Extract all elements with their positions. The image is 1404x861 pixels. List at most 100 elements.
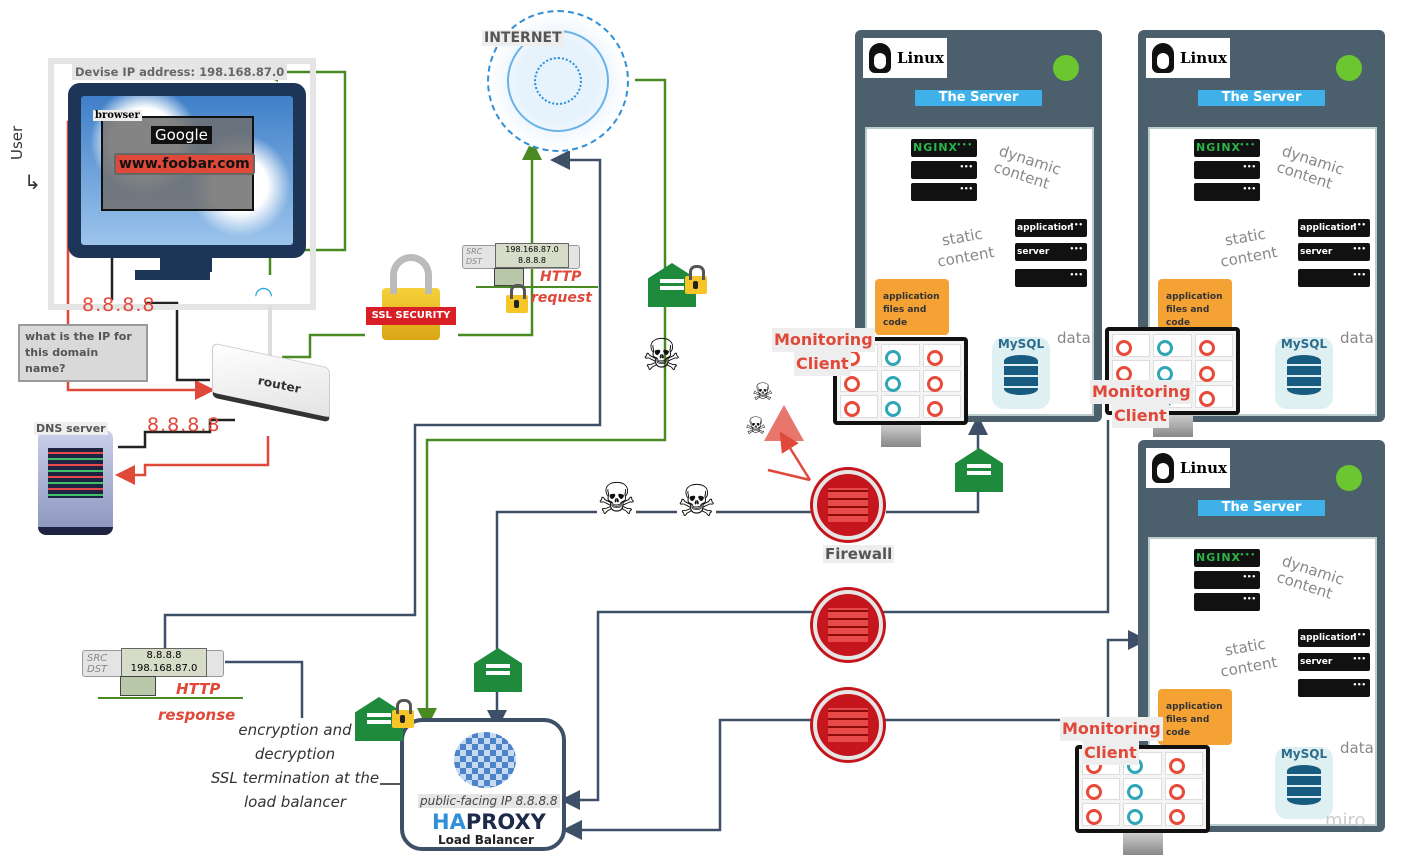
router-label: router — [258, 373, 301, 397]
note-line-3: SSL termination at the — [210, 769, 380, 787]
linux-logo: Linux — [1146, 38, 1230, 78]
dashboard-widget — [1153, 334, 1192, 357]
tux-icon — [1152, 453, 1174, 483]
dashboard-widget — [881, 344, 920, 367]
device-frame — [48, 58, 316, 310]
app-server-block: server — [1298, 650, 1370, 671]
app-server-block: application — [1298, 626, 1370, 647]
dst-label: DST — [87, 664, 108, 675]
nginx-block — [911, 158, 977, 179]
wifi-icon: ◠ — [254, 283, 274, 308]
app-server-block — [1015, 266, 1087, 287]
app-files-folder-icon: application files and code — [875, 279, 949, 335]
wire-router-to-device — [258, 62, 347, 275]
monitor-stand — [160, 256, 212, 272]
status-indicator-icon — [1336, 55, 1362, 81]
firewall-label: Firewall — [823, 545, 895, 563]
app-server-block: server — [1015, 240, 1087, 261]
dashboard-widget — [1082, 803, 1121, 826]
ssl-shackle — [390, 254, 432, 294]
monitoring-client-label-2: Client — [1082, 741, 1139, 765]
firewall-icon — [813, 470, 883, 540]
haproxy-brand: HAPROXY — [432, 810, 546, 834]
static-content-label: static content — [935, 224, 996, 271]
static-content-label: static content — [1218, 224, 1279, 271]
dashboard-widget — [1194, 359, 1233, 383]
wire-internet-to-lb — [417, 78, 667, 728]
http-response-title: HTTP — [176, 680, 221, 698]
server-title: The Server — [1198, 90, 1325, 106]
router-antenna — [268, 305, 272, 360]
browser-label: browser — [93, 110, 142, 121]
app-server-block — [1298, 676, 1370, 697]
request-envelope-icon — [494, 268, 524, 286]
haproxy-load-balancer[interactable]: public-facing IP 8.8.8.8 HAPROXY Load Ba… — [400, 718, 566, 851]
firewall-icon — [813, 590, 883, 660]
ssl-security-badge: SSL SECURITY — [366, 307, 456, 325]
app-server-block: application — [1015, 216, 1087, 237]
dst-ip: 8.8.8.8 — [518, 256, 546, 265]
data-label: data — [1340, 329, 1374, 347]
search-engine-logo: Google — [151, 126, 212, 144]
dynamic-content-label: dynamic content — [1274, 551, 1347, 603]
nginx-block — [1194, 590, 1260, 611]
mysql-database-icon: MySQL — [1275, 337, 1333, 409]
user-label: User — [8, 125, 26, 160]
dashboard-widget — [1164, 777, 1203, 801]
dashboard-widget — [1112, 334, 1151, 357]
server-title: The Server — [1198, 500, 1325, 516]
response-envelope-icon — [120, 676, 156, 696]
wire-ip-to-router — [145, 301, 210, 382]
dashboard-widget — [881, 369, 920, 393]
app-server-block: application — [1298, 216, 1370, 237]
server-body: NGINXdynamic contentapplicationserversta… — [1148, 127, 1377, 416]
nginx-block — [1194, 158, 1260, 179]
mysql-database-icon: MySQL — [1275, 747, 1333, 819]
wire-firewall-to-lb — [487, 510, 812, 730]
app-server-block: server — [1298, 240, 1370, 261]
note-line-2: decryption — [254, 745, 336, 763]
app-files-folder-icon: application files and code — [1158, 689, 1232, 745]
wire-dns-to-ip — [118, 418, 235, 449]
firewall-icon — [813, 690, 883, 760]
dashboard-widget — [1164, 803, 1203, 826]
data-label: data — [1340, 739, 1374, 757]
src-label: SRC — [87, 653, 108, 664]
status-indicator-icon — [1336, 465, 1362, 491]
dashboard-widget — [922, 344, 961, 367]
nginx-block — [1194, 568, 1260, 589]
wire-server3-to-lb — [1106, 630, 1148, 720]
dashboard-widget — [1112, 359, 1151, 383]
dns-server-label: DNS server — [34, 422, 108, 435]
monitor-base — [135, 270, 210, 280]
skull-icon: ☠ — [745, 412, 767, 440]
user-arrow-icon: ↳ — [24, 170, 41, 194]
os-label: Linux — [1180, 459, 1227, 477]
os-label: Linux — [1180, 49, 1227, 67]
response-line — [98, 697, 243, 699]
dst-ip: 198.168.87.0 — [130, 663, 198, 674]
lock-icon — [685, 265, 707, 294]
database-icon — [1004, 355, 1038, 395]
dns-question-box: what is the IP for this domain name? — [18, 324, 148, 382]
url-input[interactable]: www.foobar.com — [114, 153, 255, 175]
static-content-label: static content — [1218, 634, 1279, 681]
lock-icon — [392, 699, 414, 728]
brand-ha: HA — [432, 810, 466, 834]
dns-server-icon — [38, 430, 113, 535]
os-label: Linux — [897, 49, 944, 67]
request-line — [476, 286, 598, 288]
monitoring-client-label-2: Client — [1112, 404, 1169, 428]
tux-icon — [1152, 43, 1174, 73]
skull-icon: ☠ — [752, 378, 774, 406]
status-indicator-icon — [1053, 55, 1079, 81]
src-label: SRC — [466, 247, 483, 256]
nginx-block — [911, 180, 977, 201]
dst-label: DST — [466, 257, 483, 266]
monitoring-client-label-1: Monitoring — [1060, 717, 1163, 741]
http-request-subtitle: request — [531, 290, 592, 306]
dns-answer-ip-bottom: 8.8.8.8 — [147, 414, 221, 436]
